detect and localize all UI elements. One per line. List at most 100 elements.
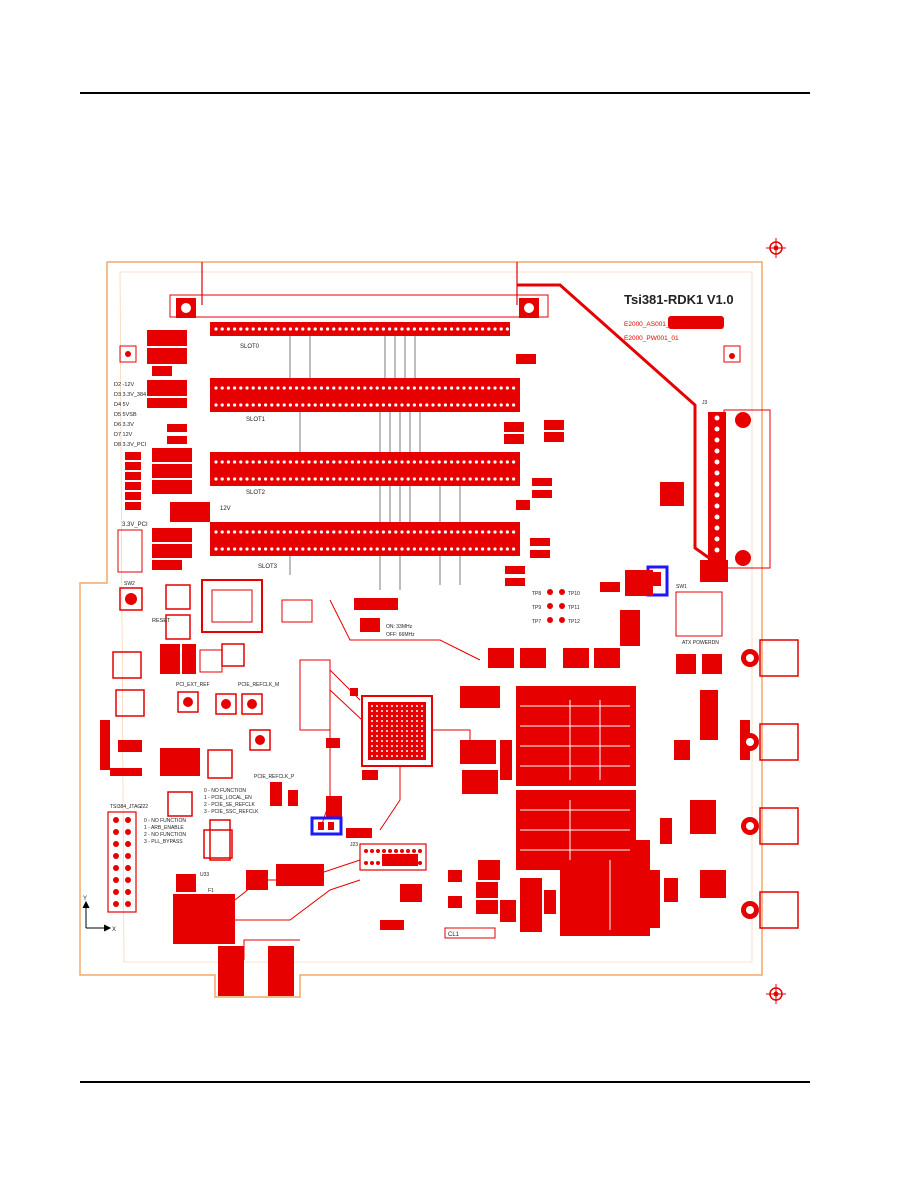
pin-dot	[251, 477, 255, 481]
chip-ball	[376, 750, 378, 752]
chip-ball	[371, 715, 373, 717]
chip-ball	[391, 730, 393, 732]
board-title: Tsi381-RDK1 V1.0	[624, 292, 734, 307]
pin-dot	[276, 403, 280, 407]
chip-ball	[376, 715, 378, 717]
jtag-pin	[113, 841, 119, 847]
pin-dot	[295, 530, 299, 534]
pin-dot	[412, 477, 416, 481]
label-pcie-refclk-p: PCIE_REFCLK_P	[254, 774, 295, 780]
pin-dot	[431, 327, 435, 331]
pin-dot	[505, 547, 509, 551]
pin-dot	[264, 477, 268, 481]
chip-ball	[421, 715, 423, 717]
j3-holes	[714, 415, 720, 553]
pin-dot	[264, 403, 268, 407]
chip-ball	[411, 755, 413, 757]
chip-ball	[411, 750, 413, 752]
pin-dot	[276, 460, 280, 464]
chip-ball	[406, 725, 408, 727]
pin-dot	[326, 386, 330, 390]
pin-dot	[295, 547, 299, 551]
j23-pin	[412, 849, 416, 853]
pin-dot	[406, 386, 410, 390]
pin-dot	[474, 477, 478, 481]
pin-dot	[431, 403, 435, 407]
pin-dot	[499, 530, 503, 534]
chip-ball	[376, 710, 378, 712]
label-cl1: CL1	[448, 932, 460, 938]
chip-ball	[416, 730, 418, 732]
j23-pin	[364, 849, 368, 853]
chip-ball	[411, 710, 413, 712]
chip-ball	[411, 735, 413, 737]
pin-dot	[425, 477, 429, 481]
pin-dot	[381, 547, 385, 551]
pin-dot	[257, 530, 261, 534]
pin-dot	[338, 327, 342, 331]
pin-dot	[251, 386, 255, 390]
j23-pin	[382, 861, 386, 865]
label-tsi384-jtag: TSI384_JTAG	[110, 804, 141, 810]
label-tp7: TP7	[532, 619, 541, 625]
pin-dot	[456, 460, 460, 464]
j3-hole	[714, 437, 720, 443]
pin-dot	[474, 460, 478, 464]
chip-ball	[421, 710, 423, 712]
chip-ball	[396, 720, 398, 722]
chip-ball	[391, 755, 393, 757]
chip-ball	[381, 755, 383, 757]
chip-ball	[386, 740, 388, 742]
pin-dot	[369, 460, 373, 464]
pin-dot	[369, 530, 373, 534]
pin-dot	[251, 403, 255, 407]
pin-dot	[233, 477, 237, 481]
pin-dot	[394, 547, 398, 551]
pin-dot	[295, 460, 299, 464]
label-f1: F1	[208, 888, 214, 894]
pin-dot	[450, 547, 454, 551]
pin-dot	[338, 403, 342, 407]
chip-ball	[421, 730, 423, 732]
pin-dot	[301, 477, 305, 481]
chip-ball	[386, 745, 388, 747]
bridge-chip	[361, 695, 433, 767]
j3-hole	[714, 415, 720, 421]
chip-ball	[406, 705, 408, 707]
pin-dot	[381, 386, 385, 390]
pin-dot	[425, 460, 429, 464]
pin-dot	[425, 530, 429, 534]
j23-pin	[418, 861, 422, 865]
j3-hole	[714, 525, 720, 531]
chip-ball	[406, 715, 408, 717]
pin-dot	[270, 460, 274, 464]
axis-indicator	[82, 900, 112, 932]
chip-ball	[421, 735, 423, 737]
board-inner-outline	[119, 271, 753, 963]
pin-dot	[450, 477, 454, 481]
pin-dot	[257, 386, 261, 390]
label-tp12: TP12	[568, 619, 580, 625]
legend-arb-3: 3 - PLL_BYPASS	[144, 839, 183, 845]
pin-dot	[511, 530, 516, 534]
pin-dot	[487, 327, 491, 331]
pin-dot	[257, 477, 261, 481]
pin-dot	[419, 327, 423, 331]
chip-ball	[376, 705, 378, 707]
chip-ball	[411, 720, 413, 722]
pin-dot	[233, 547, 237, 551]
pin-dot	[456, 386, 460, 390]
label-12v: 12V	[220, 506, 231, 512]
pin-dot	[288, 460, 292, 464]
chip-ball	[386, 730, 388, 732]
pcie-refclk-parts	[270, 598, 398, 838]
chip-ball	[421, 750, 423, 752]
pin-dot	[468, 460, 472, 464]
pin-dot	[226, 477, 230, 481]
j3-hole	[714, 459, 720, 465]
chip-ball	[391, 750, 393, 752]
chip-ball	[396, 715, 398, 717]
pin-dot	[481, 403, 485, 407]
fiducial-bottom	[766, 984, 786, 1004]
